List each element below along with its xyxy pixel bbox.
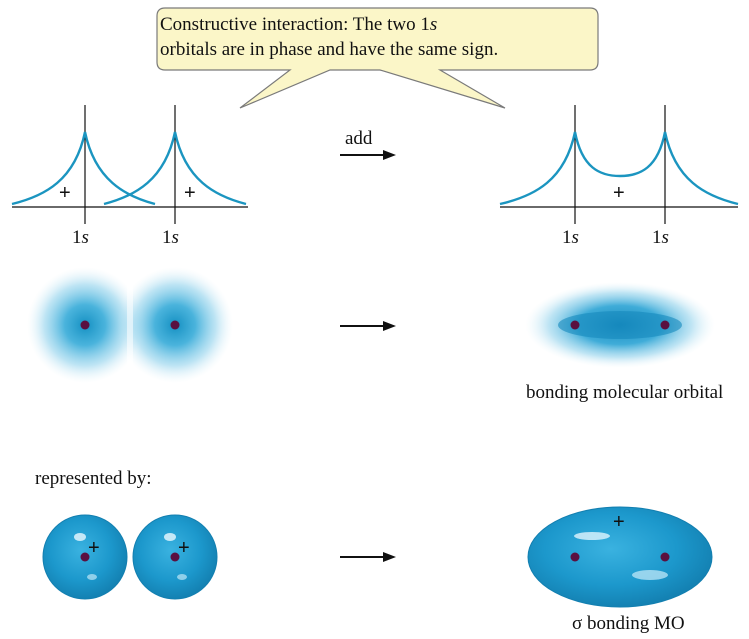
nucleus-dot — [660, 320, 670, 330]
atomic-orbital-clouds — [27, 267, 233, 383]
nucleus-dot — [170, 552, 180, 562]
orbital-label-1s: 1s — [162, 227, 179, 248]
add-arrow — [340, 150, 396, 160]
represented-by-heading: represented by: — [35, 468, 152, 489]
left-1s-curve-b — [103, 131, 247, 206]
plus-sign: + — [88, 537, 100, 559]
nucleus-dot — [80, 320, 90, 330]
nucleus-dot — [660, 552, 670, 562]
plus-sign: + — [59, 182, 71, 204]
left-wavefunction-plot — [11, 105, 248, 224]
callout-line-2: orbitals are in phase and have the same … — [160, 39, 499, 60]
atomic-orbital-spheres — [42, 514, 218, 600]
callout-bubble — [156, 7, 599, 109]
right-wavefunction-plot — [499, 105, 739, 224]
left-1s-curve-a — [11, 131, 156, 206]
callout-line-1: Constructive interaction: The two 1s — [160, 14, 438, 35]
sigma-bonding-ellipsoid — [527, 506, 713, 608]
bonding-mo-caption: bonding molecular orbital — [526, 382, 724, 403]
callout-text: Constructive interaction: The two 1s orb… — [160, 12, 600, 62]
plus-sign: + — [178, 537, 190, 559]
plus-sign: + — [613, 511, 625, 533]
orbital-label-1s: 1s — [72, 227, 89, 248]
plus-sign: + — [613, 182, 625, 204]
orbital-label-1s: 1s — [652, 227, 669, 248]
nucleus-dot — [170, 320, 180, 330]
orbital-label-1s: 1s — [562, 227, 579, 248]
plus-sign: + — [184, 182, 196, 204]
nucleus-dot — [570, 320, 580, 330]
add-label: add — [345, 128, 373, 149]
nucleus-dot — [80, 552, 90, 562]
nucleus-dot — [570, 552, 580, 562]
sigma-bonding-caption: σ bonding MO — [572, 613, 685, 634]
bonding-curve — [499, 131, 739, 206]
middle-arrow — [340, 321, 396, 331]
bonding-mo-cloud — [525, 282, 715, 368]
bottom-arrow — [340, 552, 396, 562]
